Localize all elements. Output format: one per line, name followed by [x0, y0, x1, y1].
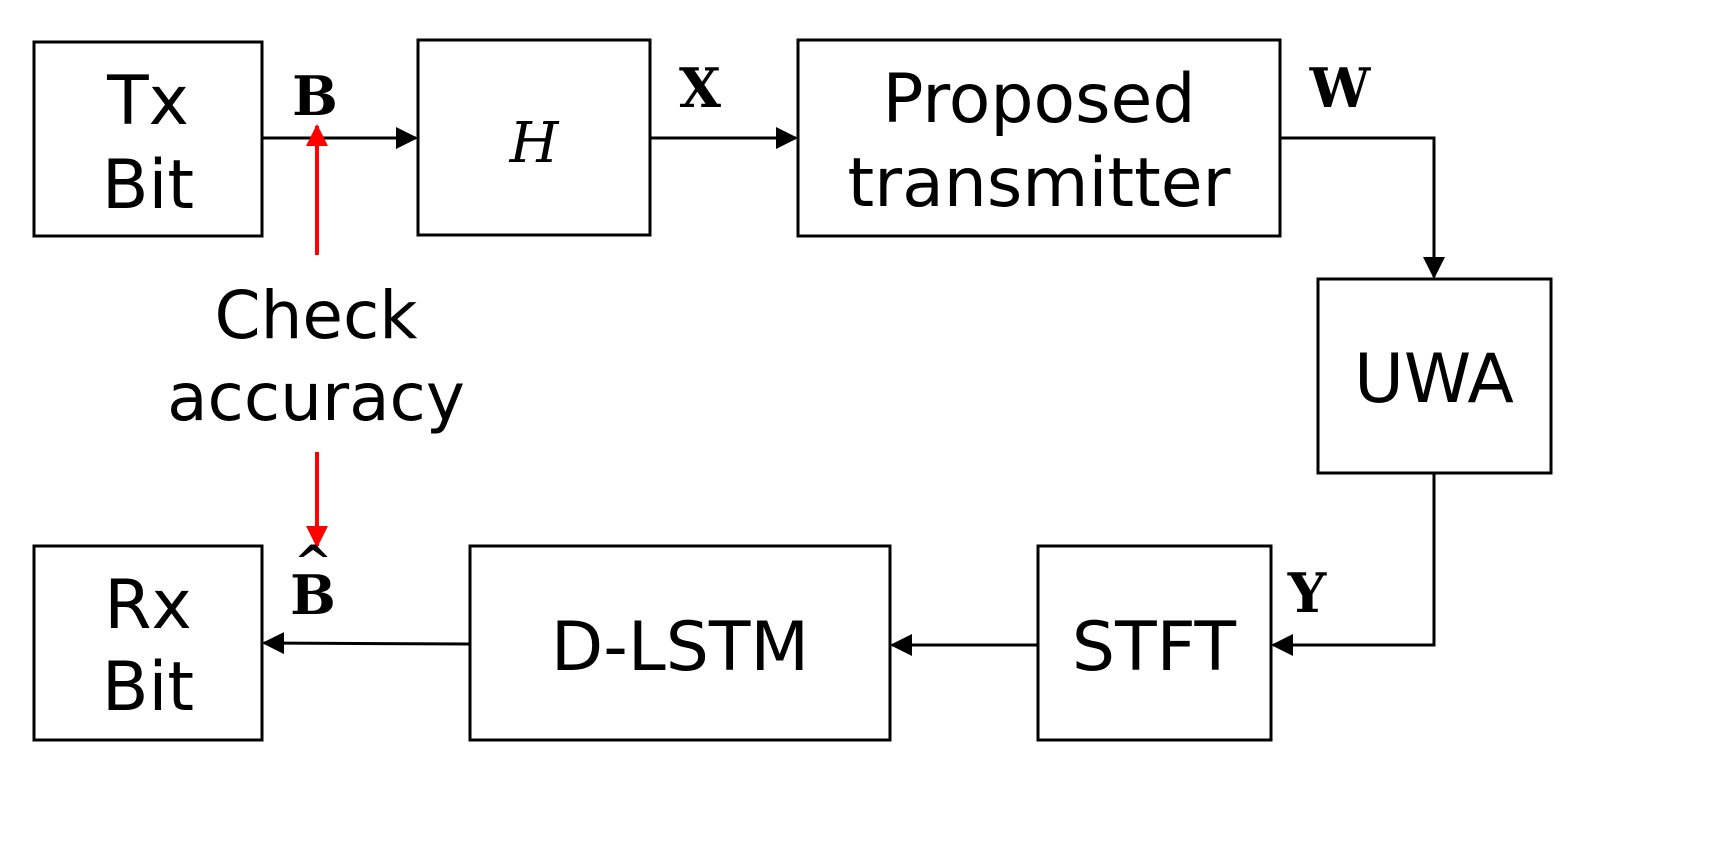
uwa-label: UWA — [1354, 340, 1514, 419]
check-label-line2: accuracy — [167, 359, 465, 436]
hat-accent: ^ — [294, 535, 333, 589]
tx-bit-label-line1: Tx — [106, 62, 189, 141]
arrow-d-lstm-to-rx — [262, 632, 471, 655]
proposed-transmitter-label-line1: Proposed — [882, 60, 1195, 139]
d-lstm-block: D-LSTM — [468, 544, 892, 742]
uwa-block: UWA — [1316, 277, 1553, 475]
h-block: H — [416, 38, 652, 237]
h-label: H — [509, 111, 560, 176]
stft-block: STFT — [1036, 544, 1273, 742]
tx-bit-block: Tx Bit — [32, 40, 264, 238]
rx-bit-label-line1: Rx — [104, 566, 192, 645]
tx-bit-label-line2: Bit — [102, 146, 194, 225]
proposed-transmitter-block: Proposed transmitter — [796, 38, 1282, 238]
rx-bit-label-line2: Bit — [102, 648, 194, 727]
signal-x-label: X — [679, 56, 721, 120]
proposed-transmitter-label-line2: transmitter — [847, 144, 1230, 223]
svg-text:B: B — [290, 563, 336, 627]
check-label-line1: Check — [214, 277, 418, 354]
signal-b-label: B — [292, 64, 338, 128]
signal-y-label: Y — [1287, 561, 1328, 625]
d-lstm-label: D-LSTM — [551, 608, 809, 687]
signal-b-hat-label: B ^ — [290, 535, 336, 627]
arrow-uwa-to-stft — [1271, 473, 1436, 656]
rx-bit-block: Rx Bit — [32, 544, 264, 742]
stft-label: STFT — [1072, 608, 1237, 687]
signal-w-label: W — [1309, 56, 1372, 120]
arrow-transmitter-to-uwa — [1280, 136, 1445, 279]
